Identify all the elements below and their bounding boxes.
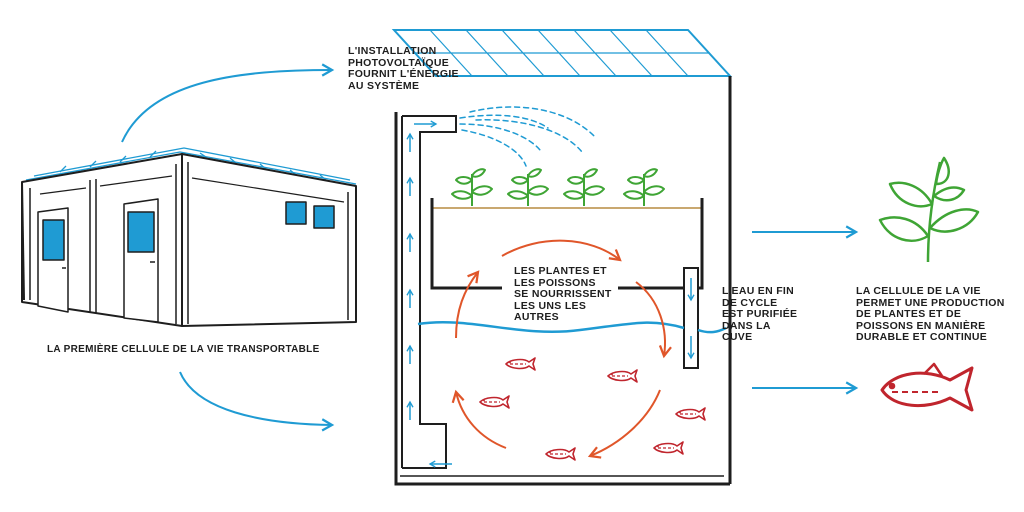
fish-icon <box>653 441 684 455</box>
container-caption: LA PREMIÈRE CELLULE DE LA VIE TRANSPORTA… <box>47 344 320 355</box>
water-surface-right <box>697 326 727 334</box>
result-caption-line: LA CELLULE DE LA VIE <box>856 285 981 297</box>
cycle-caption-line: LES PLANTES ET <box>514 265 607 277</box>
fish-icon <box>675 407 706 421</box>
fish-icon <box>505 357 536 371</box>
result-caption-line: PERMET UNE PRODUCTION <box>856 296 1005 309</box>
cycle-caption: LES PLANTES ET LES POISSONS SE NOURRISSE… <box>514 265 612 324</box>
filter-caption: L'EAU EN FIN DE CYCLE EST PURIFIÉE DANS … <box>722 285 798 344</box>
result-caption-line: DURABLE ET CONTINUE <box>856 331 988 343</box>
solar-caption-line: L'INSTALLATION <box>348 45 437 57</box>
cycle-caption-line: AUTRES <box>514 311 559 323</box>
water-pipe <box>401 115 457 469</box>
arrow-to-tank <box>179 371 335 432</box>
container-solar-roof <box>25 147 357 185</box>
fish-icon <box>880 362 974 412</box>
result-caption: LA CELLULE DE LA VIE PERMET UNE PRODUCTI… <box>856 285 1005 344</box>
arrow-to-solar <box>121 63 335 143</box>
solar-caption-line: AU SYSTÈME <box>348 79 420 92</box>
result-caption-line: DE PLANTES ET DE <box>856 308 962 320</box>
result-caption-line: POISSONS EN MANIÈRE <box>856 319 986 332</box>
filter-caption-line: CUVE <box>722 331 753 343</box>
plant-row <box>451 168 665 207</box>
cycle-caption-line: LES UNS LES <box>514 299 587 312</box>
fish-icon <box>545 447 576 461</box>
cycle-caption-line: SE NOURRISSENT <box>514 288 612 300</box>
grow-bed <box>430 198 704 290</box>
plant-icon <box>623 168 665 207</box>
filter-caption-line: L'EAU EN FIN <box>722 285 795 297</box>
solar-caption-line: FOURNIT L'ÉNERGIE <box>348 68 459 80</box>
fish-icon <box>607 369 638 383</box>
water-spray <box>459 106 597 167</box>
filter-caption-line: DANS LA <box>722 319 771 332</box>
plant-icon <box>878 156 980 263</box>
tank-wall-left <box>394 112 730 486</box>
fish-icon <box>479 395 510 409</box>
filter-caption-line: DE CYCLE <box>722 296 778 309</box>
filter-caption-line: EST PURIFIÉE <box>722 308 798 320</box>
filter-tube <box>683 267 699 369</box>
cycle-caption-line: LES POISSONS <box>514 276 596 289</box>
solar-caption: L'INSTALLATION PHOTOVOLTAÏQUE FOURNIT L'… <box>348 45 459 92</box>
shipping-container-icon <box>21 147 357 327</box>
solar-caption-line: PHOTOVOLTAÏQUE <box>348 56 450 69</box>
fish-group <box>479 357 706 461</box>
plant-icon <box>507 168 549 207</box>
water-surface <box>417 320 685 334</box>
plant-icon <box>451 168 493 207</box>
cycle-arrows <box>451 239 672 459</box>
plant-icon <box>563 168 605 207</box>
